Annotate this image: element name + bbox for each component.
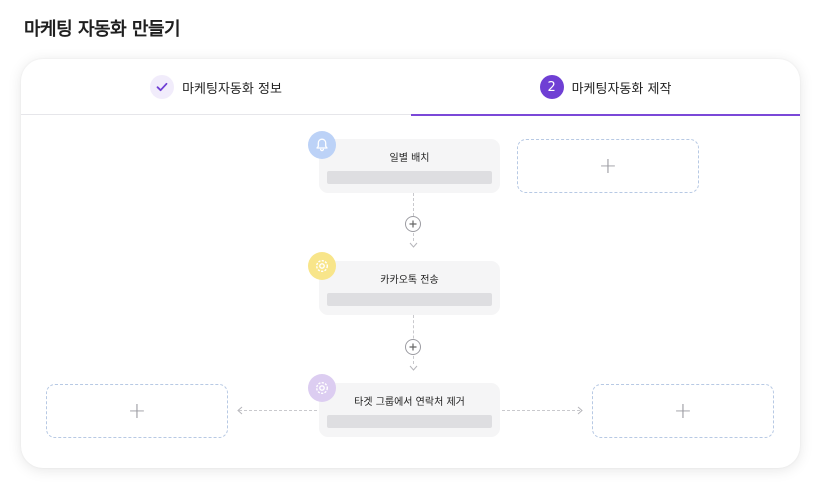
step-label: 마케팅자동화 정보: [182, 81, 282, 97]
check-icon: [150, 75, 175, 99]
node-title: 카카오톡 전송: [380, 275, 439, 286]
node-placeholder-bar: [327, 415, 492, 428]
add-branch-button[interactable]: +: [517, 139, 699, 193]
arrow-down-icon: [409, 365, 418, 371]
node-title: 일별 배치: [389, 153, 430, 164]
node-title: 타겟 그룹에서 연락처 제거: [354, 397, 465, 408]
arrow-left-icon: [237, 406, 243, 415]
bell-icon: [308, 131, 336, 159]
gear-icon: [308, 252, 336, 280]
add-branch-button[interactable]: +: [592, 384, 774, 438]
flow-node-daily-batch[interactable]: 일별 배치: [319, 139, 500, 193]
step-label: 마케팅자동화 제작: [571, 81, 672, 97]
flow-node-remove-contact[interactable]: 타겟 그룹에서 연락처 제거: [319, 383, 500, 437]
plus-icon: [409, 220, 417, 228]
connector-line: [239, 410, 317, 411]
node-placeholder-bar: [327, 293, 492, 306]
add-branch-button[interactable]: +: [46, 384, 228, 438]
automation-builder-card: 마케팅자동화 정보 2 마케팅자동화 제작 일별 배치 + 카카오톡 전송: [21, 59, 800, 468]
flow-node-kakaotalk-send[interactable]: 카카오톡 전송: [319, 261, 500, 315]
step-marketing-build[interactable]: 2 마케팅자동화 제작: [411, 59, 800, 116]
arrow-right-icon: [577, 406, 583, 415]
step-number-badge: 2: [539, 75, 564, 99]
plus-icon: [409, 343, 417, 351]
arrow-down-icon: [409, 242, 418, 248]
step-marketing-info[interactable]: 마케팅자동화 정보: [21, 59, 411, 115]
connector-line: [502, 410, 580, 411]
node-placeholder-bar: [327, 171, 492, 184]
add-step-button[interactable]: [405, 339, 421, 355]
add-step-button[interactable]: [405, 216, 421, 232]
page-title: 마케팅 자동화 만들기: [24, 19, 181, 40]
gear-icon: [308, 374, 336, 402]
automation-flow: 일별 배치 + 카카오톡 전송 타겟 그룹에서 연락처 제거: [21, 59, 800, 468]
stepper: 마케팅자동화 정보 2 마케팅자동화 제작: [21, 59, 800, 116]
